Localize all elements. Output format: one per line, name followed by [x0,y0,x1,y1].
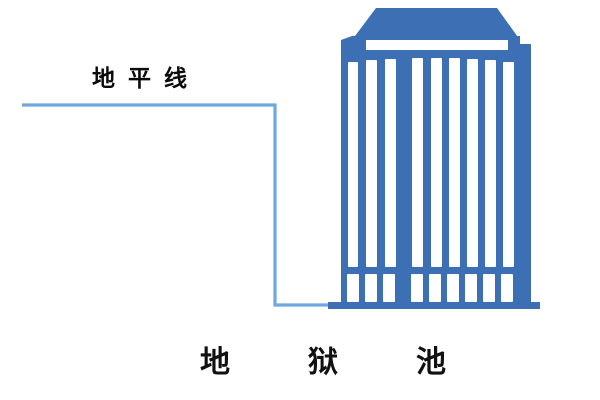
building-lower-windows [347,274,513,302]
building-ground-platform [328,302,540,309]
building-left-shoulder [341,36,366,52]
horizon-label: 地平线 [92,66,200,92]
building-roof-icon [352,8,520,40]
bottom-label: 地狱池 [200,345,524,380]
building-upper-windows [348,58,514,267]
building-body [328,8,540,309]
horizon-step-line [22,103,341,307]
